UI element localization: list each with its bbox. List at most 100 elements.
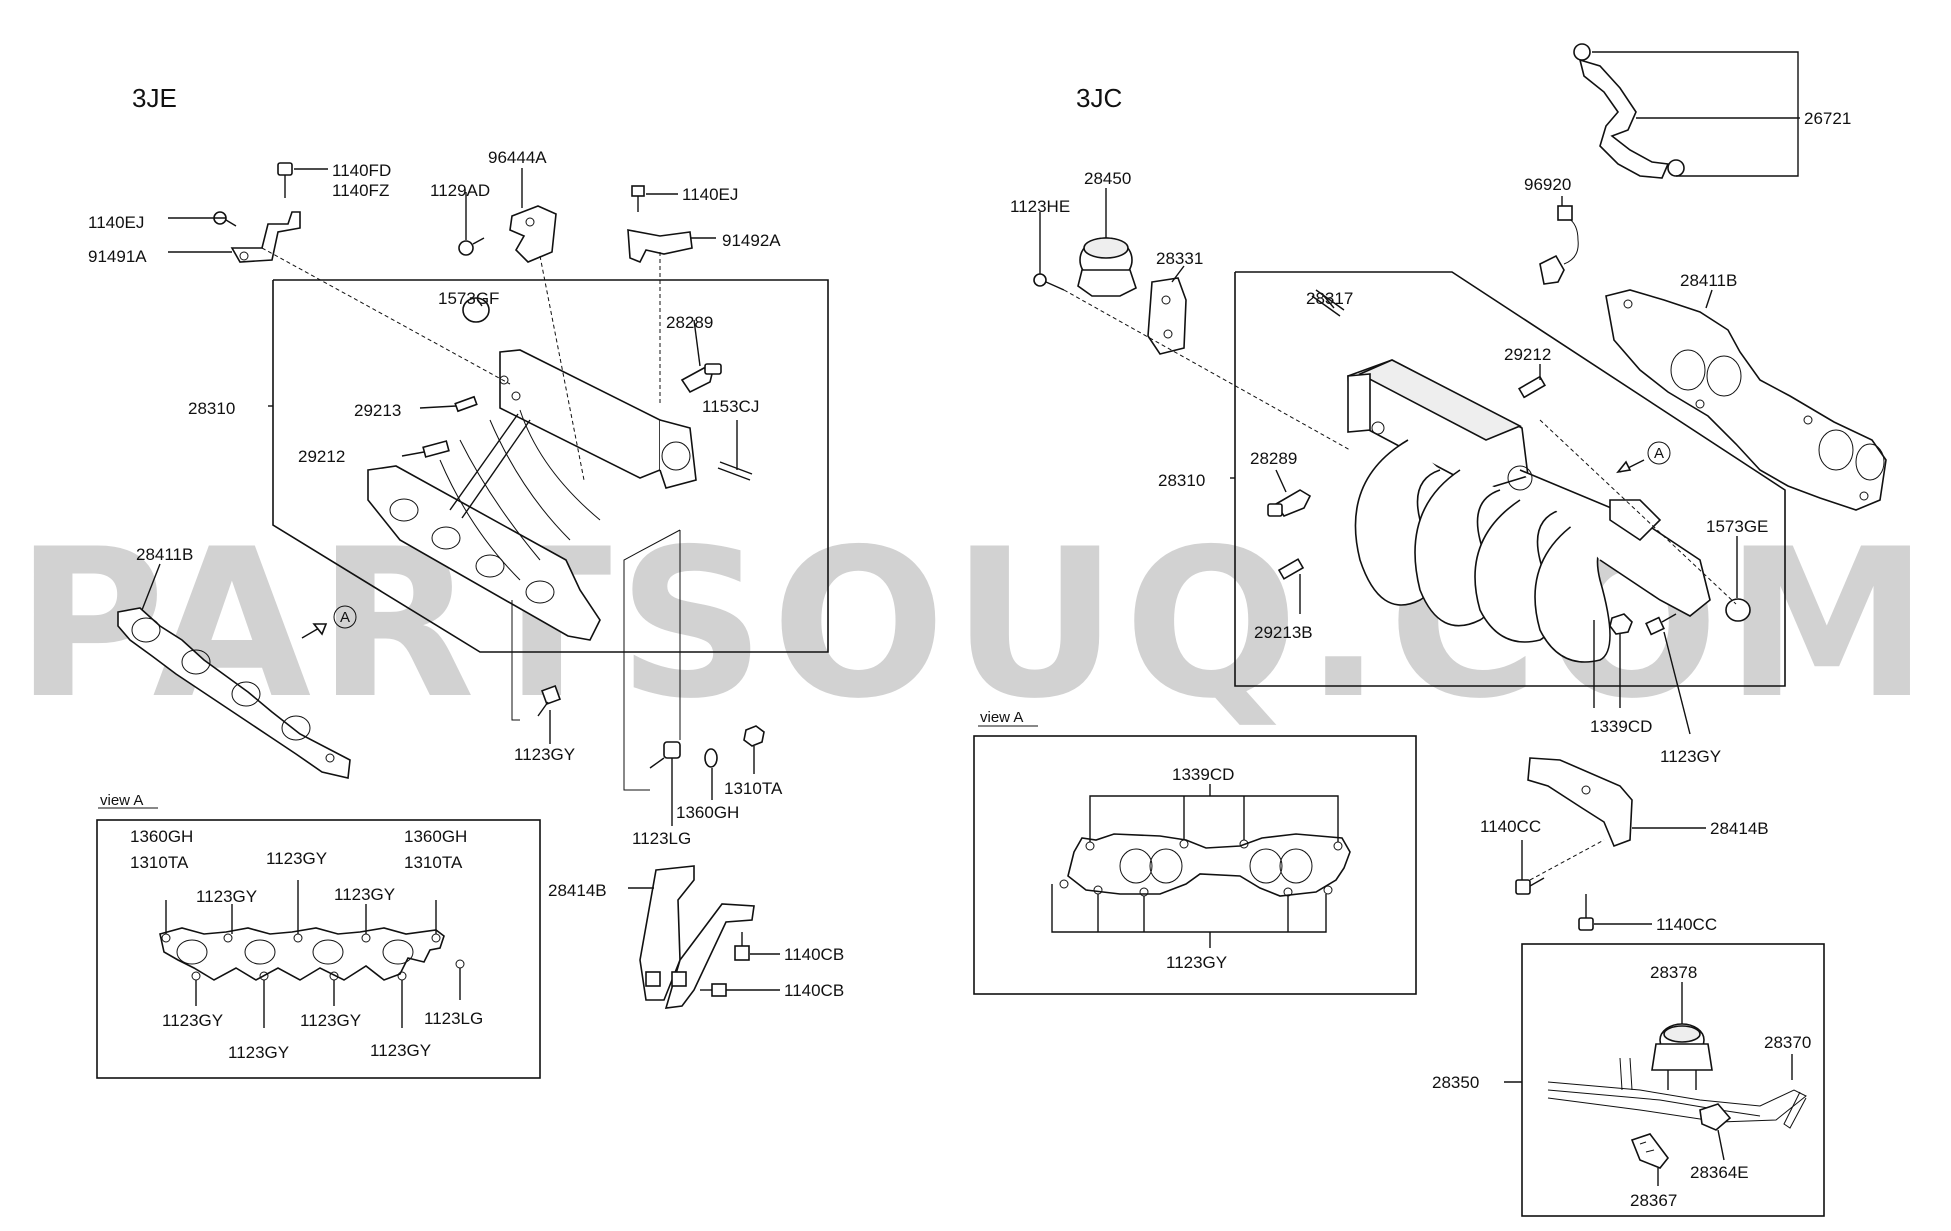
view-a-title-right: view A	[980, 709, 1023, 726]
manifold-frame-3jc	[1234, 271, 1786, 687]
label-29213: 29213	[354, 401, 401, 420]
view-label-1123gy-r: 1123GY	[334, 885, 395, 904]
marker-a-left: A	[340, 609, 350, 626]
label-1573ge: 1573GE	[1706, 517, 1768, 536]
marker-a-right: A	[1654, 445, 1664, 462]
bolt-1140ej-part	[213, 211, 237, 227]
view-label-1123gy-l: 1123GY	[196, 887, 257, 906]
label-28370: 28370	[1764, 1033, 1811, 1052]
alignment-line	[539, 255, 585, 481]
bolt-1140cb-part	[734, 932, 750, 961]
bolt-1140ej-b-part	[631, 185, 645, 212]
label-1140ej-a: 1140EJ	[88, 213, 144, 232]
view-label-1339cd-r: 1339CD	[1172, 765, 1234, 784]
bracket-28414b-left-part	[639, 865, 755, 1009]
bolt-1123gy-part	[537, 685, 561, 717]
label-1123gy-r: 1123GY	[1660, 747, 1721, 766]
fitting-28289-right-part	[1267, 489, 1312, 517]
label-1153cj: 1153CJ	[702, 397, 759, 416]
label-1339cd-r: 1339CD	[1590, 717, 1652, 736]
pin-29212-right-part	[1518, 375, 1546, 399]
pin-28317-part	[1311, 295, 1341, 317]
label-28450: 28450	[1084, 169, 1131, 188]
label-1140cb-a: 1140CB	[784, 945, 844, 964]
label-28289-r: 28289	[1250, 449, 1297, 468]
section-title-3je: 3JE	[132, 83, 177, 113]
pin-28317-part	[1315, 289, 1345, 311]
solenoid-box-28350	[1521, 943, 1825, 1217]
alignment-line	[1529, 839, 1605, 881]
label-1140cc-a: 1140CC	[1480, 817, 1541, 836]
gasket-28411b-right-part	[1605, 289, 1887, 511]
label-1140fd: 1140FD	[332, 161, 391, 180]
manifold-frame-3je	[272, 279, 829, 653]
gasket-28331-part	[1147, 277, 1187, 355]
view-label-1360gh-a: 1360GH	[130, 827, 193, 846]
sensor-96920-part	[1539, 205, 1579, 285]
label-1360gh-a: 1360GH	[676, 803, 739, 822]
plug-1573ge-part	[1725, 598, 1751, 622]
label-1140cc-b: 1140CC	[1656, 915, 1717, 934]
label-1140fz: 1140FZ	[332, 181, 389, 200]
label-1123lg-a: 1123LG	[632, 829, 691, 848]
bracket-28414b-right-part	[1527, 757, 1633, 848]
view-label-1123gy-top: 1123GY	[266, 849, 327, 868]
label-29212-r: 29212	[1504, 345, 1551, 364]
label-28378: 28378	[1650, 963, 1697, 982]
gasket-28411b-left-part	[117, 607, 351, 779]
view-label-1123lg: 1123LG	[424, 1009, 483, 1028]
plug-1573gf-part	[462, 297, 490, 323]
view-a-gasket-left	[159, 880, 465, 1028]
view-a-arrow-right	[1616, 441, 1671, 474]
label-29213b: 29213B	[1254, 623, 1313, 642]
label-26721: 26721	[1804, 109, 1851, 128]
pin-29212-part	[422, 440, 450, 458]
label-1140cb-b: 1140CB	[784, 981, 844, 1000]
fitting-28289-part	[680, 363, 722, 394]
view-a-box-right	[973, 735, 1417, 995]
view-a-gasket-right	[1051, 784, 1351, 948]
nut-1310ta-part	[743, 725, 765, 747]
pin-29213b-part	[1277, 558, 1305, 580]
washer-1360gh-part	[704, 748, 718, 768]
intake-manifold-3je-part	[367, 349, 697, 641]
bolt-1123he-part	[1033, 273, 1065, 291]
label-1140ej-b: 1140EJ	[682, 185, 738, 204]
label-28411b-a: 28411B	[136, 545, 193, 564]
label-28331: 28331	[1156, 249, 1203, 268]
leader-28364e	[1717, 1129, 1725, 1161]
label-28289-a: 28289	[666, 313, 713, 332]
bracket-96444a-part	[509, 205, 557, 263]
view-a-arrow-left	[301, 605, 357, 639]
label-28310-r: 28310	[1158, 471, 1205, 490]
label-28317: 28317	[1306, 289, 1353, 308]
alignment-line	[1063, 289, 1351, 451]
label-91491a: 91491A	[88, 247, 147, 266]
view-label-1360gh-b: 1360GH	[404, 827, 467, 846]
alignment-line	[1539, 419, 1737, 605]
view-label-1123gy-b3: 1123GY	[300, 1011, 361, 1030]
intake-manifold-3jc-part	[1347, 359, 1711, 663]
view-a-title-left: view A	[100, 792, 143, 809]
view-label-1310ta-b: 1310TA	[404, 853, 463, 872]
pin-29213-part	[454, 395, 478, 413]
label-1123gy-a: 1123GY	[514, 745, 575, 764]
label-1129ad: 1129AD	[430, 181, 490, 200]
view-label-1123gy-b2: 1123GY	[228, 1043, 289, 1062]
hose-26721-part	[1573, 43, 1685, 179]
label-28367: 28367	[1630, 1191, 1677, 1210]
bolt-1140fd-part	[277, 162, 293, 198]
alignment-line	[623, 529, 681, 791]
leader-28331	[1171, 265, 1185, 283]
bolt-1129ad-part	[458, 237, 485, 256]
leader-lines-right	[1230, 295, 1738, 735]
bolt-1140cb-b-part	[700, 983, 727, 997]
label-28350: 28350	[1432, 1073, 1479, 1092]
label-1573gf: 1573GF	[438, 289, 499, 308]
valve-28450-part	[1077, 237, 1137, 297]
bolt-1140cc-a-part	[1515, 877, 1545, 895]
hose-assembly-28350-part	[1547, 1057, 1807, 1131]
view-label-1123gy-rv: 1123GY	[1166, 953, 1227, 972]
view-label-1123gy-b4: 1123GY	[370, 1041, 431, 1060]
